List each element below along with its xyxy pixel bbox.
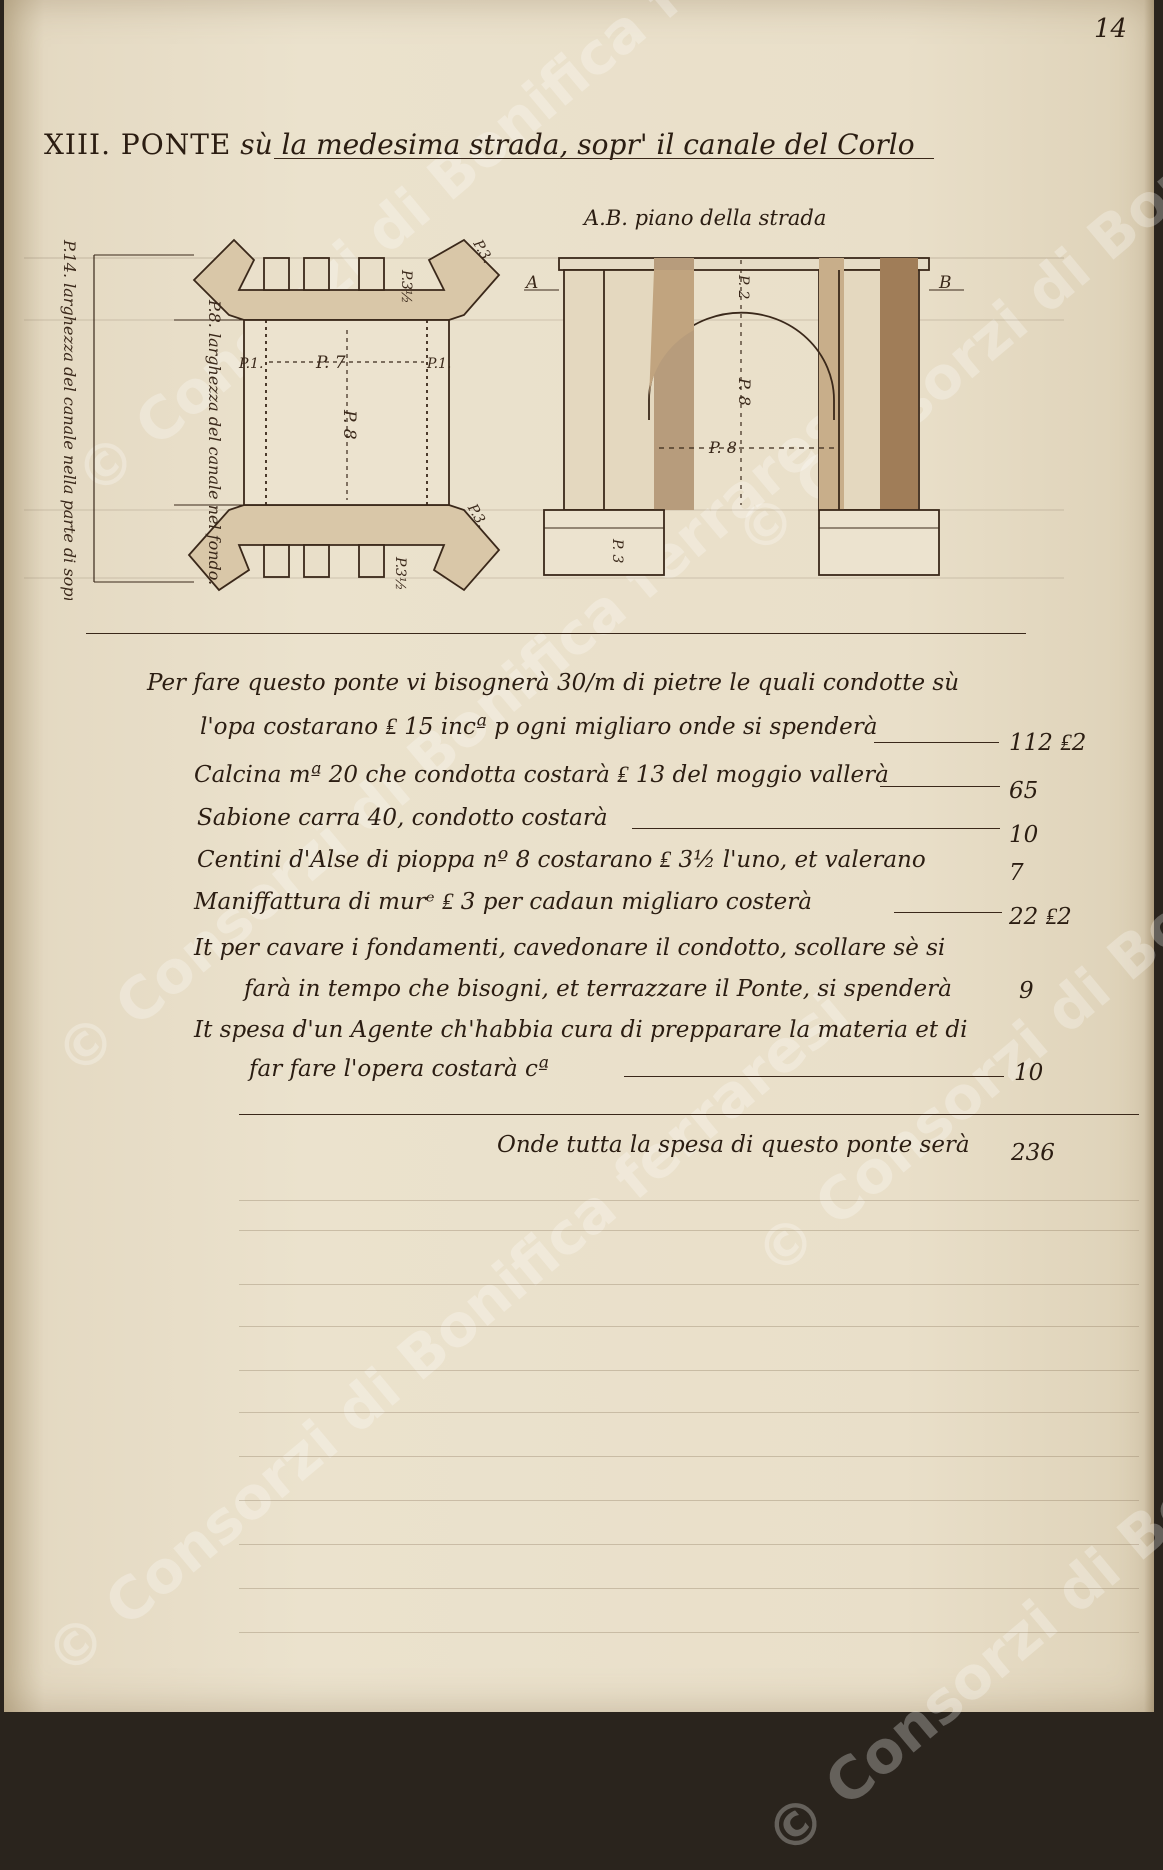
account-row-amount: 112 ₤2 [1009,730,1087,756]
title-underline [274,158,934,159]
arch-rise-dim: P. 2 [735,274,751,299]
ruling-line [239,1588,1139,1589]
account-row-text: farà in tempo che bisogni, et terrazzare… [244,976,952,1002]
ruling-line [239,1370,1139,1371]
account-row-text: It per cavare i fondamenti, cavedonare i… [194,935,946,961]
road-label: A.B. piano della strada [584,206,827,230]
account-row-amount: 9 [1019,978,1034,1004]
account-row-text: Maniffattura di murᵉ ₤ 3 per cadaun migl… [194,889,812,915]
account-row-amount: 10 [1009,822,1039,848]
arch-span-dim: P. 8 [708,438,737,457]
point-a-label: A [524,273,538,293]
page-title: XIII. PONTE sù la medesima strada, sopr'… [44,128,915,161]
page-number: 14 [1094,14,1128,44]
ruling-line [239,1200,1139,1201]
point-b-label: B [938,273,952,293]
title-bridge-number: XIII. PONTE [44,128,232,161]
plan-wing-top-dim: P.3½ [398,269,414,304]
bridge-drawing: P. 7 P. 8 P.1. P.1. P.3½ P.3½ P.3. P.3. … [24,236,1064,600]
ruling-line [239,1456,1139,1457]
account-row-text: Centini d'Alse di pioppa nº 8 costarano … [197,847,926,873]
account-row-text: Calcina mª 20 che condotta costarà ₤ 13 … [194,762,889,788]
account-row-amount: 22 ₤2 [1009,904,1072,930]
arch-height-dim: P. 8 [735,377,754,406]
account-row-leader [874,742,999,743]
account-row-text: far fare l'opera costarà cª [249,1056,549,1082]
account-row-leader [632,828,1000,829]
ruling-line [239,1500,1139,1501]
total-text: Onde tutta la spesa di questo ponte serà [497,1132,970,1158]
manuscript-page: © Consorzi di Bonifica ferraresi © Conso… [4,0,1163,1870]
account-row-leader [894,912,1002,913]
ruling-line [239,1284,1139,1285]
side-note-top: P.14. larghezza del canale nella parte d… [60,239,79,600]
section-divider [86,633,1026,634]
side-note-bottom: P.8. larghezza del canale nel fondo. [205,299,224,585]
account-row-amount: 10 [1014,1060,1044,1086]
elevation-view [524,257,964,576]
plan-side-right-dim: P.1. [426,356,451,372]
ruling-line [239,1632,1139,1633]
plan-height-dim: P. 8 [339,409,359,440]
account-row-text: l'opa costarano ₤ 15 incª p ogni migliar… [200,714,878,740]
plan-width-dim: P. 7 [315,353,346,373]
watermark: © Consorzi di Bonifica ferraresi [32,978,862,1690]
account-row-amount: 65 [1009,778,1039,804]
account-row-text: Sabione carra 40, condotto costarà [197,805,608,831]
account-row-leader [880,786,1000,787]
ruling-line [239,1230,1139,1231]
title-location: sù la medesima strada, sopr' il canale d… [240,128,915,161]
total-rule [239,1114,1139,1115]
plan-view [93,238,501,592]
account-row-leader [624,1076,1004,1077]
ruling-line [239,1412,1139,1413]
plan-side-left-dim: P.1. [238,356,263,372]
account-row-text: It spesa d'un Agente ch'habbia cura di p… [194,1017,968,1043]
ruling-line [239,1544,1139,1545]
plan-wing-bottom-dim: P.3½ [392,556,408,591]
base-dim: P. 3 [609,538,625,563]
total-amount: 236 [1011,1140,1055,1166]
ruling-line [239,1326,1139,1327]
account-row-amount: 7 [1009,860,1024,886]
accounts-intro: Per fare questo ponte vi bisognerà 30/m … [147,670,960,696]
